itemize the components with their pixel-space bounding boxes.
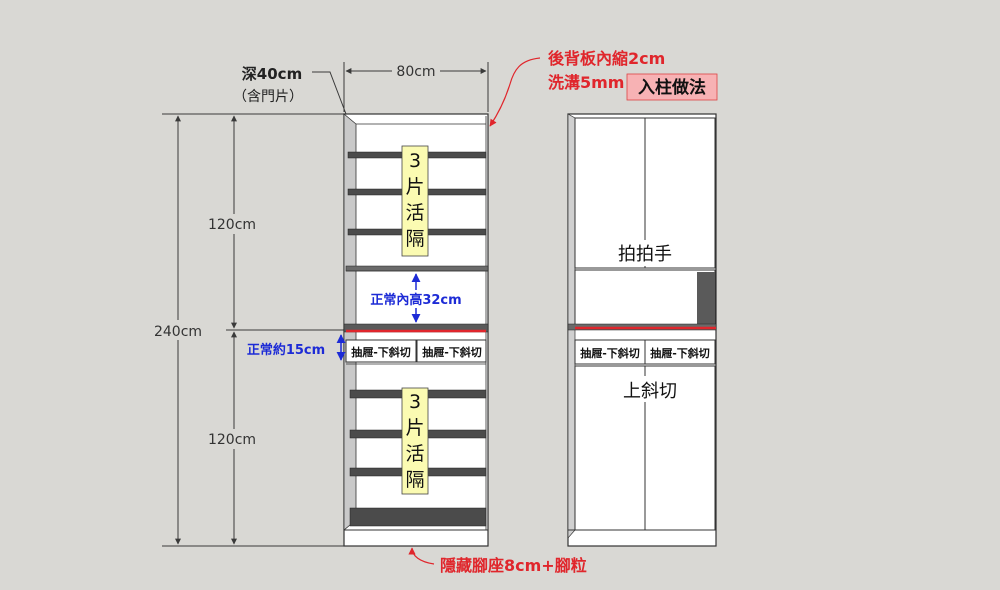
svg-text:活: 活 xyxy=(405,443,424,465)
drawer-front[interactable] xyxy=(574,339,646,365)
upper-shelf-label: 3 片 活 隔 xyxy=(401,145,429,257)
back-panel-note-line2: 洗溝5mm xyxy=(548,73,624,92)
depth-note: （含門片） xyxy=(233,89,303,105)
svg-text:3: 3 xyxy=(409,391,421,413)
lower-shelf-label: 3 片 活 隔 xyxy=(401,387,429,495)
svg-text:3: 3 xyxy=(409,150,421,172)
drawer-label: 抽屜-下斜切 xyxy=(580,346,640,360)
drawer-front[interactable] xyxy=(416,339,487,363)
method-tag: 入柱做法 xyxy=(626,73,718,101)
lower-height-label: 120cm xyxy=(208,432,256,448)
drawer-height-note: 正常約15cm xyxy=(247,342,325,358)
shelf xyxy=(349,507,487,527)
svg-text:活: 活 xyxy=(405,202,424,224)
depth-leader xyxy=(312,71,347,115)
right-cabinet: 拍拍手 抽屜-下斜切 抽屜-下斜切 上斜切 xyxy=(567,113,717,547)
width-label: 80cm xyxy=(396,64,435,80)
back-panel-annotation: 後背板內縮2cm 洗溝5mm xyxy=(489,49,665,127)
plinth-note: 隱藏腳座8cm+腳粒 xyxy=(440,556,587,575)
svg-text:隔: 隔 xyxy=(405,228,424,250)
svg-text:片: 片 xyxy=(405,176,424,198)
left-cabinet: 抽屜-下斜切 抽屜-下斜切 3 片 活 隔 3 片 活 隔 xyxy=(247,113,489,547)
drawer-label: 抽屜-下斜切 xyxy=(422,345,482,359)
open-niche xyxy=(574,269,716,327)
drawer-front[interactable] xyxy=(644,339,716,365)
svg-text:片: 片 xyxy=(405,417,424,439)
drawer-front[interactable] xyxy=(345,339,417,363)
drawer-label: 抽屜-下斜切 xyxy=(650,346,710,360)
upper-door-label: 拍拍手 xyxy=(618,244,672,265)
plinth-annotation: 隱藏腳座8cm+腳粒 xyxy=(408,547,587,575)
fixed-shelf xyxy=(345,265,489,272)
upper-height-label: 120cm xyxy=(208,217,256,233)
back-panel-note-line1: 後背板內縮2cm xyxy=(548,49,665,68)
depth-label: 深40cm xyxy=(242,65,302,83)
total-height-label: 240cm xyxy=(154,324,202,340)
svg-text:隔: 隔 xyxy=(405,469,424,491)
inner-height-note: 正常內高32cm xyxy=(370,292,461,308)
lower-door-label: 上斜切 xyxy=(623,381,677,402)
drawer-label: 抽屜-下斜切 xyxy=(351,345,411,359)
method-tag-label: 入柱做法 xyxy=(638,77,706,98)
